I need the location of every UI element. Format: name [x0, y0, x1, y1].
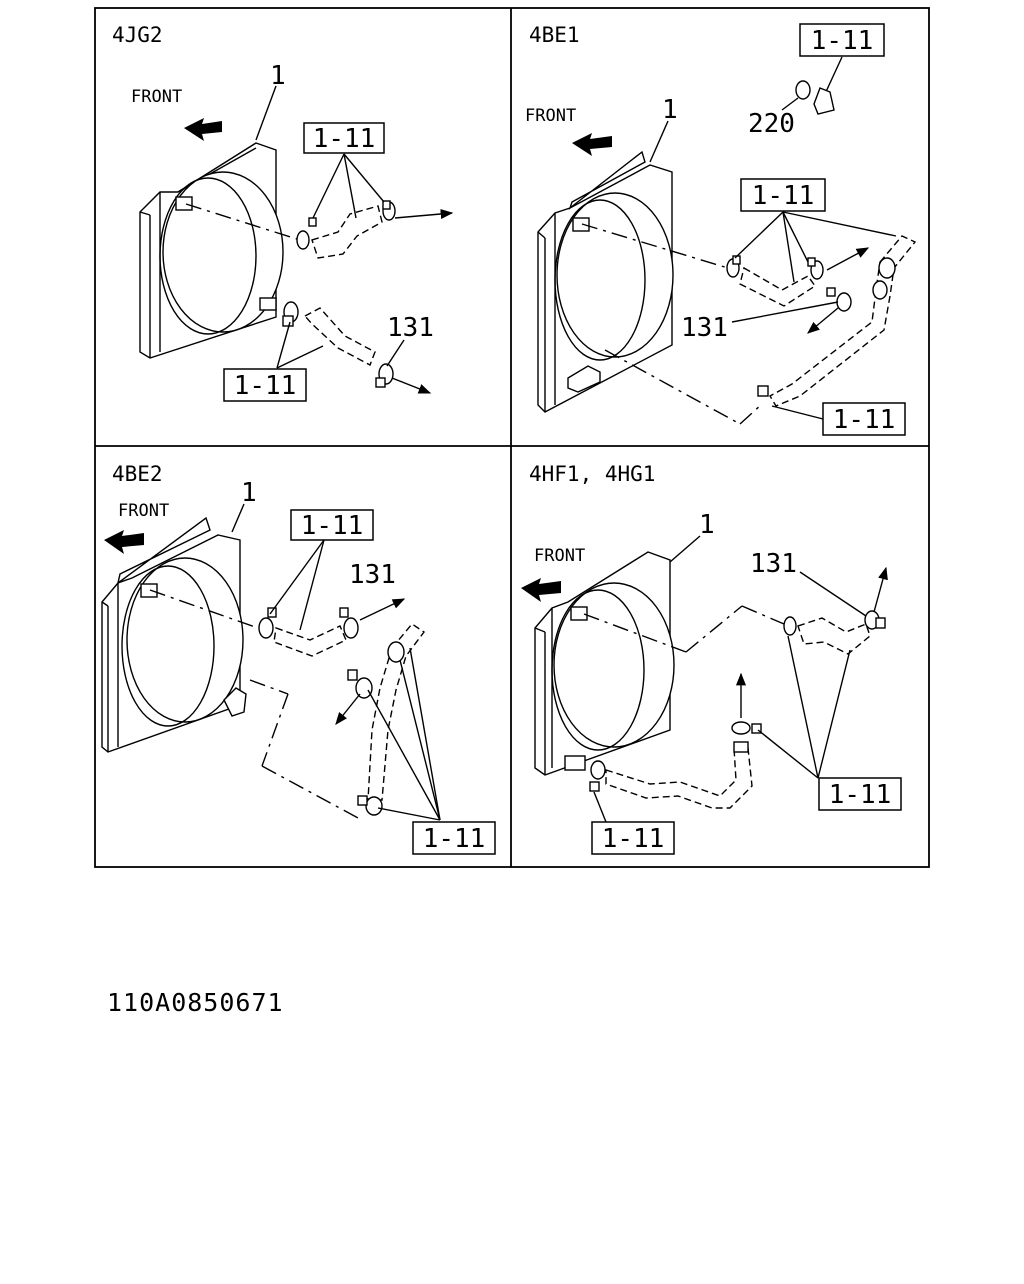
upper-hose [726, 255, 824, 307]
clip-icon [813, 87, 835, 115]
clamp-ref-box [822, 402, 906, 436]
engine-label: 4BE2 [112, 462, 163, 486]
radiator [537, 150, 674, 413]
hose-clamp-icon [343, 617, 359, 639]
hose-clamp-icon [836, 292, 852, 312]
hose-clamp-icon [387, 641, 405, 663]
hose-ref: 131 [681, 313, 728, 343]
hose-clamp-icon [878, 257, 896, 279]
radiator-ref: 1 [270, 61, 286, 91]
clamp-ref-box [290, 509, 374, 541]
clamp-ref: 1-11 [752, 181, 815, 211]
clamp-ref: 1-11 [234, 371, 297, 401]
panel-4be1: 4BE1 FRONT 1 1-11 220 [525, 23, 917, 436]
lower-hose [347, 623, 426, 816]
hose-clamp-icon [258, 617, 274, 639]
upper-hose [296, 200, 396, 259]
hose-ref: 131 [349, 560, 396, 590]
clamp-ref: 1-11 [301, 511, 364, 541]
engine-label: 4BE1 [529, 23, 580, 47]
front-label: FRONT [131, 87, 182, 107]
hose-clamp-icon [355, 677, 373, 699]
panel-4be2: 4BE2 FRONT 1 131 1-11 [101, 462, 496, 855]
panel-4hf1-4hg1: 4HF1, 4HG1 FRONT 1 131 [521, 462, 902, 855]
lower-hose [589, 721, 762, 809]
radiator-ref: 1 [662, 95, 678, 125]
front-arrow-icon [104, 530, 144, 554]
lower-hose [757, 235, 917, 407]
nut-ref: 220 [748, 109, 795, 139]
hose-ref: 131 [750, 549, 797, 579]
hose-clamp-icon [872, 280, 888, 300]
clamp-ref: 1-11 [829, 780, 892, 810]
lower-hose [282, 301, 394, 388]
radiator-ref: 1 [699, 510, 715, 540]
diagram-frame [94, 7, 930, 868]
clamp-ref-box [412, 821, 496, 855]
front-label: FRONT [525, 106, 576, 126]
hose-clamp-icon [365, 796, 383, 816]
radiator-ref: 1 [241, 478, 257, 508]
front-arrow-icon [184, 118, 222, 141]
clamp-ref-box [223, 368, 307, 402]
panel-4jg2: 4JG2 FRONT 1 1-11 [112, 23, 454, 402]
clamp-ref: 1-11 [833, 405, 896, 435]
clamp-ref: 1-11 [313, 124, 376, 154]
hose-clamp-icon [590, 760, 606, 780]
front-label: FRONT [118, 501, 169, 521]
clamp-ref-box [740, 178, 826, 212]
upper-hose [783, 610, 886, 655]
clamp-ref: 1-11 [811, 26, 874, 56]
clamp-ref: 1-11 [602, 824, 665, 854]
engine-label: 4JG2 [112, 23, 163, 47]
front-label: FRONT [534, 546, 585, 566]
hose-clamp-icon [296, 230, 310, 250]
clamp-ref-box [799, 23, 885, 57]
clamp-ref-box [818, 777, 902, 811]
radiator [534, 551, 675, 776]
upper-hose [258, 607, 359, 657]
hose-clamp-icon [783, 616, 797, 636]
front-arrow-icon [521, 578, 561, 602]
clamp-ref: 1-11 [423, 824, 486, 854]
clamp-ref-box [591, 821, 675, 855]
front-arrow-icon [572, 133, 612, 156]
clamp-ref-box [303, 122, 385, 154]
nut-icon [795, 80, 811, 100]
engine-label: 4HF1, 4HG1 [529, 462, 655, 486]
hose-clamp-icon [731, 721, 751, 735]
radiator [101, 516, 247, 753]
hose-ref: 131 [387, 313, 434, 343]
drawing-code: 110A0850671 [107, 988, 284, 1017]
radiator [139, 142, 284, 359]
